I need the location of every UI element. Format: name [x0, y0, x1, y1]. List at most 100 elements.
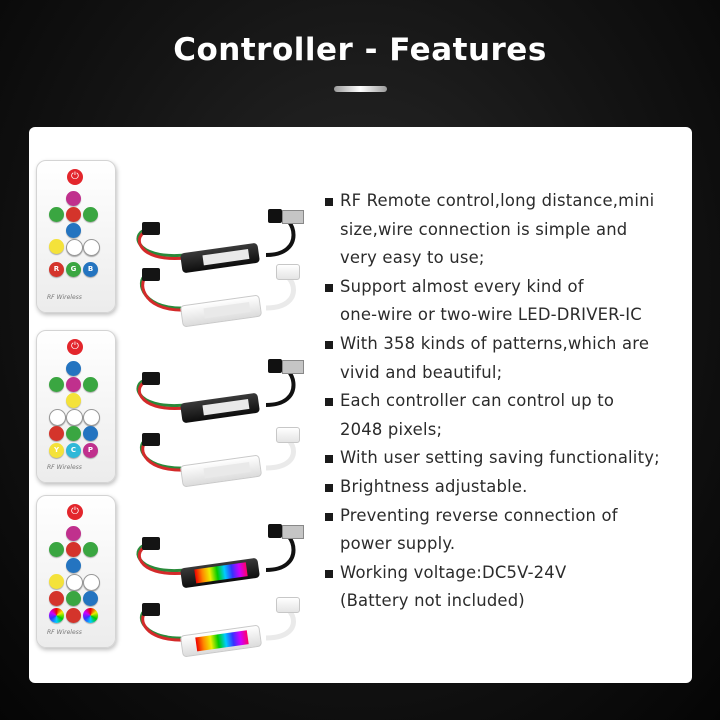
- remote-key: [66, 426, 81, 441]
- remote-key: [66, 393, 81, 408]
- rf-remote-2: ⏻ Y C P RF Wireless: [36, 330, 116, 483]
- feature-item: Each controller can control up to 2048 pi…: [325, 387, 685, 444]
- power-icon: ⏻: [67, 169, 83, 185]
- power-icon: ⏻: [67, 339, 83, 355]
- remote-key: [83, 409, 100, 426]
- remote-key-g: G: [66, 262, 81, 277]
- dc-jack: [276, 427, 300, 443]
- content-panel: ⏻ R G B RF Wireless: [29, 127, 692, 683]
- remote-key: [66, 207, 81, 222]
- remote-key-r: R: [49, 262, 64, 277]
- feature-item: RF Remote control,long distance,mini size…: [325, 187, 685, 273]
- remote-key: [66, 542, 81, 557]
- bullet-icon: [325, 483, 333, 492]
- remote-key: [66, 191, 81, 206]
- remote-key: [83, 207, 98, 222]
- power-icon: ⏻: [67, 504, 83, 520]
- remote-key: [49, 542, 64, 557]
- bullet-icon: [325, 198, 333, 206]
- remote-key: [49, 239, 64, 254]
- feature-text: Support almost every kind of: [340, 276, 584, 296]
- page-title: Controller - Features: [173, 32, 547, 68]
- feature-item: With user setting saving functionality;: [325, 444, 685, 473]
- remote-key: [66, 558, 81, 573]
- remote-key: [66, 574, 83, 591]
- remote-key: [49, 591, 64, 606]
- rf-remote-1: ⏻ R G B RF Wireless: [36, 160, 116, 313]
- remote-key: [66, 608, 81, 623]
- jst-connector: [142, 433, 160, 446]
- bullet-icon: [325, 455, 333, 464]
- remote-key: [49, 409, 66, 426]
- feature-text: Working voltage:DC5V-24V: [340, 562, 567, 582]
- feature-item: Preventing reverse connection of power su…: [325, 502, 685, 559]
- feature-text: Brightness adjustable.: [340, 476, 528, 496]
- feature-text: one-wire or two-wire LED-DRIVER-IC: [340, 305, 642, 325]
- jst-connector: [142, 268, 160, 281]
- remote-key: [83, 542, 98, 557]
- usb-tip: [282, 525, 304, 539]
- bullet-icon: [325, 283, 333, 292]
- product-kit-1: ⏻ R G B RF Wireless: [36, 160, 326, 330]
- remote-key: [83, 591, 98, 606]
- feature-text: size,wire connection is simple and: [340, 219, 628, 239]
- remote-key-rainbow: [83, 608, 98, 623]
- remote-logo: RF Wireless: [47, 464, 82, 471]
- remote-key-y: Y: [49, 443, 64, 458]
- jst-connector: [142, 603, 160, 616]
- bullet-icon: [325, 398, 333, 407]
- feature-text: Preventing reverse connection of: [340, 505, 618, 525]
- remote-key: [66, 361, 81, 376]
- product-kit-2: ⏻ Y C P RF Wireless: [36, 330, 326, 500]
- jst-connector: [142, 537, 160, 550]
- usb-plug: [268, 359, 282, 373]
- remote-key: [66, 591, 81, 606]
- usb-plug: [268, 209, 282, 223]
- feature-text: vivid and beautiful;: [340, 362, 503, 382]
- feature-text: (Battery not included): [340, 591, 525, 611]
- remote-key: [66, 239, 83, 256]
- remote-key: [83, 426, 98, 441]
- jst-connector: [142, 372, 160, 385]
- remote-key: [49, 207, 64, 222]
- title-underline: [334, 86, 387, 92]
- feature-text: RF Remote control,long distance,mini: [340, 191, 655, 210]
- remote-key: [66, 409, 83, 426]
- feature-item: Working voltage:DC5V-24V (Battery not inc…: [325, 559, 685, 616]
- remote-key-b: B: [83, 262, 98, 277]
- remote-key: [49, 377, 64, 392]
- remote-logo: RF Wireless: [47, 629, 82, 636]
- feature-text: very easy to use;: [340, 248, 485, 268]
- feature-item: Brightness adjustable.: [325, 473, 685, 502]
- usb-tip: [282, 360, 304, 374]
- jst-connector: [142, 222, 160, 235]
- feature-text: power supply.: [340, 534, 456, 554]
- remote-key: [83, 377, 98, 392]
- bullet-icon: [325, 512, 333, 521]
- remote-key: [66, 377, 81, 392]
- remote-logo: RF Wireless: [47, 294, 82, 301]
- feature-text: With 358 kinds of patterns,which are: [340, 333, 650, 353]
- remote-key-c: C: [66, 443, 81, 458]
- remote-key: [83, 239, 100, 256]
- remote-key: [83, 574, 100, 591]
- feature-text: 2048 pixels;: [340, 419, 443, 439]
- feature-item: Support almost every kind of one-wire or …: [325, 273, 685, 330]
- usb-plug: [268, 524, 282, 538]
- usb-tip: [282, 210, 304, 224]
- remote-key-rainbow: [49, 608, 64, 623]
- feature-item: With 358 kinds of patterns,which are vivi…: [325, 330, 685, 387]
- bullet-icon: [325, 569, 333, 578]
- remote-key: [66, 526, 81, 541]
- dc-jack: [276, 264, 300, 280]
- rf-remote-3: ⏻ RF Wireless: [36, 495, 116, 648]
- feature-text: With user setting saving functionality;: [340, 448, 660, 468]
- bullet-icon: [325, 340, 333, 349]
- remote-key: [49, 574, 64, 589]
- wires: [136, 213, 296, 312]
- feature-text: Each controller can control up to: [340, 391, 615, 411]
- remote-key-p: P: [83, 443, 98, 458]
- remote-key: [49, 426, 64, 441]
- feature-list: RF Remote control,long distance,mini size…: [325, 187, 685, 616]
- dc-jack: [276, 597, 300, 613]
